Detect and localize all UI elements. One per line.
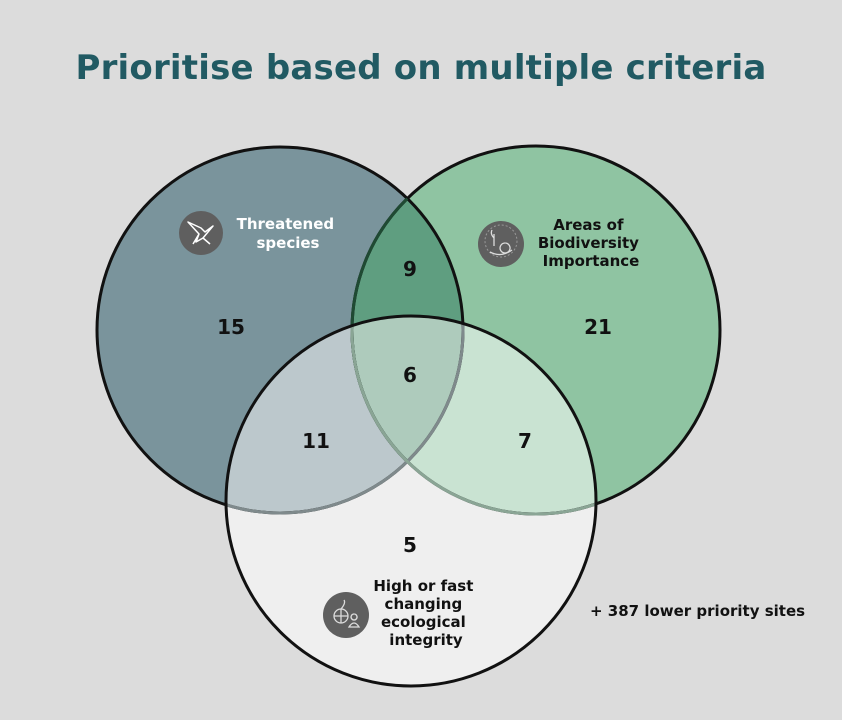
- count-integrity-only: 5: [403, 533, 417, 557]
- count-threatened-integrity: 11: [302, 429, 330, 453]
- globe-person-icon: [323, 592, 369, 638]
- page-title: Prioritise based on multiple criteria: [75, 48, 767, 88]
- label-biodiversity: Areas of Biodiversity Importance: [538, 216, 644, 270]
- count-threatened-only: 15: [217, 315, 245, 339]
- lower-priority-note: + 387 lower priority sites: [590, 602, 806, 620]
- outline-integrity: [224, 314, 598, 688]
- count-threatened-biodiversity: 9: [403, 257, 417, 281]
- hand-plant-icon: [478, 221, 524, 267]
- label-integrity: High or fast changing ecological integri…: [373, 577, 478, 649]
- eagle-icon: [179, 211, 223, 255]
- count-biodiversity-integrity: 7: [518, 429, 532, 453]
- count-all-three: 6: [403, 363, 417, 387]
- label-threatened-species: Threatened species: [237, 215, 340, 252]
- count-biodiversity-only: 21: [584, 315, 612, 339]
